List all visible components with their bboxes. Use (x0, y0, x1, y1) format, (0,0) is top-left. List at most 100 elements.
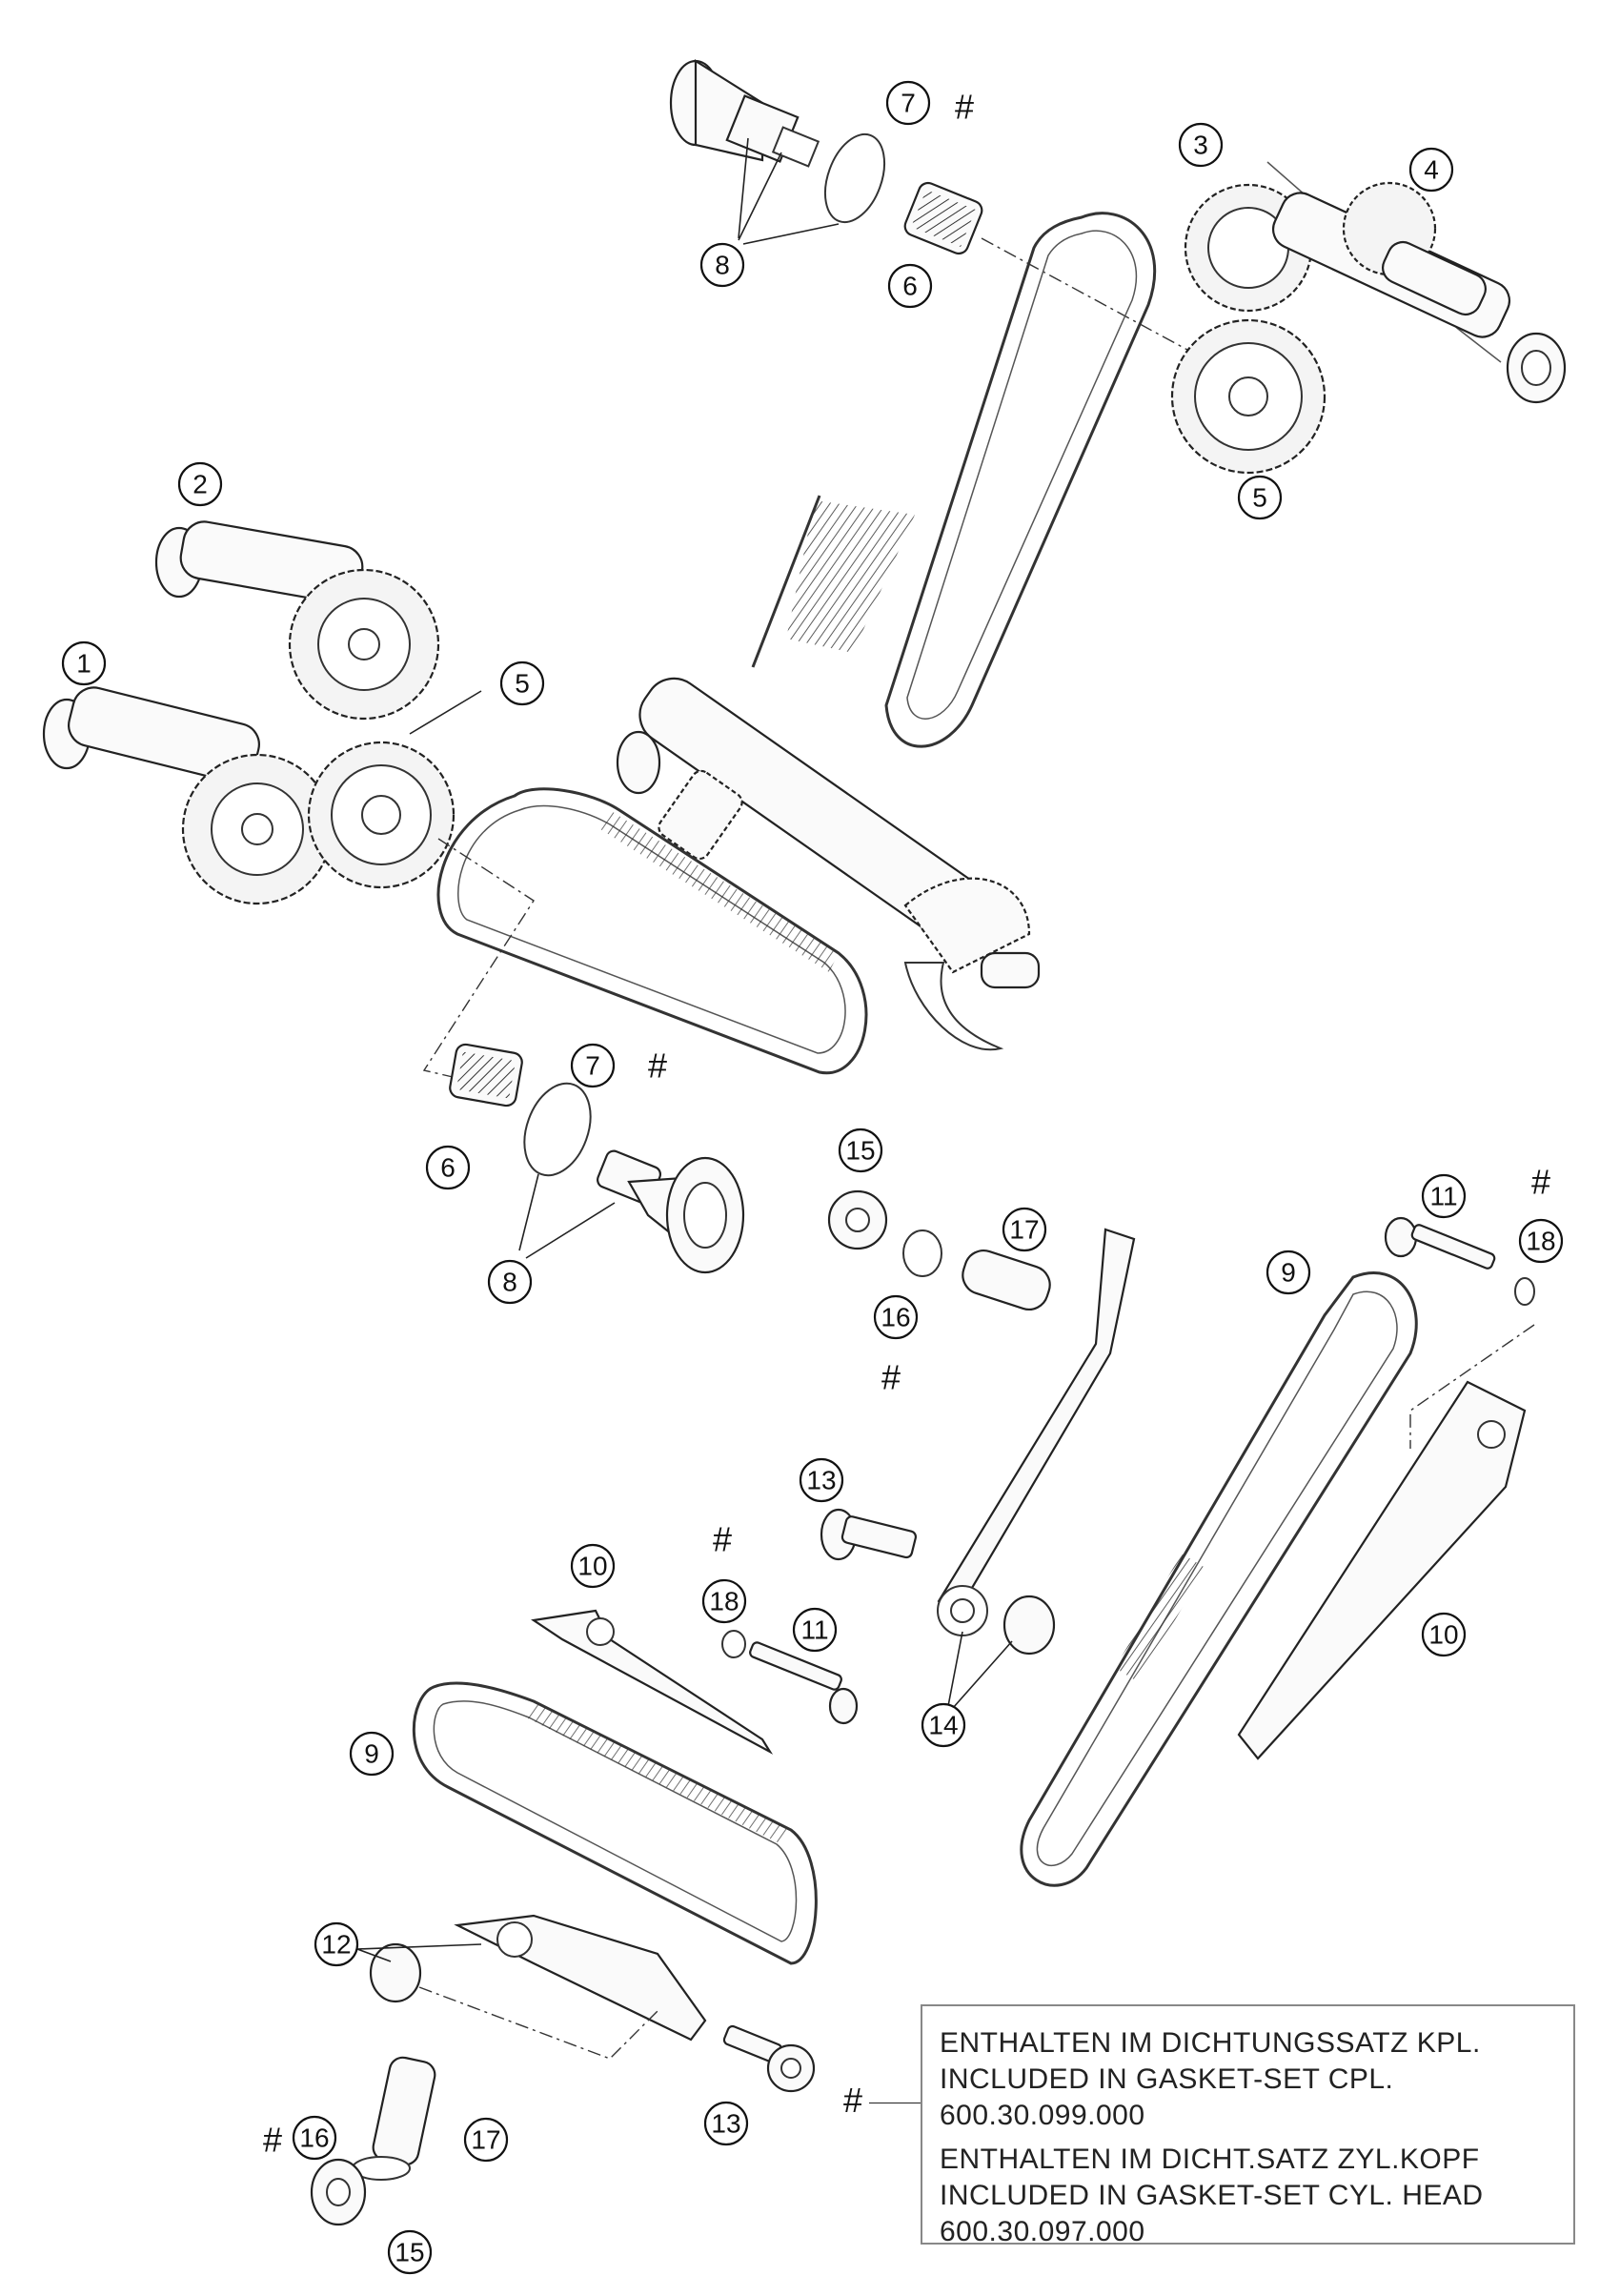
upper-o-ring (823, 132, 886, 224)
tensioner-pin-upper (962, 1250, 1051, 1311)
bushing-12 (369, 1942, 422, 2003)
callout-6-lower: 6 (425, 1145, 471, 1190)
hash-16-lower: # (263, 2121, 282, 2160)
callout-4: 4 (1408, 147, 1454, 193)
guide-rail-10-left (531, 1609, 774, 1755)
tensioner-rail-lower (454, 1914, 707, 2042)
svg-text:18: 18 (1526, 1227, 1555, 1256)
svg-text:9: 9 (364, 1739, 379, 1769)
svg-text:1: 1 (76, 649, 91, 679)
callout-13-upper: 13 (799, 1457, 844, 1503)
svg-text:10: 10 (1428, 1620, 1458, 1650)
callout-17-lower: 17 (463, 2117, 509, 2163)
guide-rail-10-right (1237, 1380, 1527, 1760)
left-intermediate-gear-5 (307, 741, 456, 889)
callout-7-lower: 7 (570, 1043, 616, 1088)
callout-9-right: 9 (1266, 1250, 1311, 1295)
hash-18-right: # (1531, 1163, 1550, 1202)
svg-text:8: 8 (715, 251, 730, 280)
lower-needle-bearing (449, 1043, 523, 1107)
callout-5-left: 5 (499, 660, 545, 706)
callout-11-left: 11 (792, 1607, 838, 1653)
hash-16-upper: # (881, 1358, 901, 1397)
callout-8-upper: 8 (699, 242, 745, 288)
svg-text:2: 2 (192, 470, 208, 499)
svg-text:4: 4 (1424, 155, 1439, 185)
callout-13-lower: 13 (703, 2101, 749, 2146)
legend-line-4: ENTHALTEN IM DICHT.SATZ ZYL.KOPF (940, 2144, 1480, 2175)
callout-18-right: 18 (1518, 1218, 1564, 1264)
plug-screw-lower (310, 2158, 367, 2226)
svg-text:16: 16 (299, 2123, 329, 2153)
upper-timing-chain (751, 212, 1157, 748)
callout-10-left: 10 (570, 1543, 616, 1589)
svg-text:13: 13 (806, 1466, 836, 1495)
callout-9-left: 9 (349, 1731, 395, 1777)
svg-text:8: 8 (502, 1268, 517, 1297)
svg-text:14: 14 (928, 1711, 958, 1740)
lower-o-ring (523, 1082, 592, 1177)
svg-text:6: 6 (902, 272, 918, 301)
svg-text:5: 5 (1252, 483, 1267, 513)
callout-7-upper: 7 (885, 80, 931, 126)
camshaft-1 (42, 686, 334, 905)
camshaft-4-with-gear (1342, 181, 1487, 316)
upper-intermediate-gear-5 (1170, 318, 1326, 475)
legend-part-number-1: 600.30.099.000 (940, 2100, 1145, 2131)
callout-2: 2 (177, 461, 223, 507)
pivot-bolt-13-lower (722, 2024, 816, 2093)
svg-text:16: 16 (881, 1303, 910, 1332)
callout-1: 1 (61, 640, 107, 686)
svg-text:6: 6 (440, 1153, 456, 1183)
svg-text:18: 18 (709, 1587, 739, 1616)
tensioner-rail-14 (937, 1228, 1136, 1636)
svg-text:7: 7 (585, 1051, 600, 1081)
svg-text:10: 10 (577, 1552, 607, 1581)
svg-text:9: 9 (1281, 1258, 1296, 1288)
callout-12: 12 (314, 1921, 359, 1967)
svg-text:13: 13 (711, 2109, 740, 2139)
svg-text:11: 11 (1429, 1182, 1457, 1211)
legend-hash-symbol: # (843, 2081, 863, 2120)
callout-10-right: 10 (1421, 1612, 1467, 1657)
upper-needle-bearing (903, 181, 983, 255)
pivot-bolt-13-upper (820, 1508, 918, 1561)
callout-17-upper: 17 (1002, 1207, 1047, 1252)
lower-timing-chain (412, 1681, 818, 1965)
washer-18-left (721, 1630, 746, 1658)
svg-text:7: 7 (901, 89, 916, 118)
hash-7-upper: # (955, 88, 974, 127)
seal-ring-upper (902, 1229, 942, 1277)
callout-14: 14 (921, 1702, 966, 1748)
callout-5-upper: 5 (1237, 475, 1283, 520)
svg-text:3: 3 (1193, 131, 1208, 160)
bushing-14 (1002, 1595, 1056, 1656)
legend-line-2: INCLUDED IN GASKET-SET CPL. (940, 2063, 1394, 2095)
upper-bearing-shaft (669, 59, 820, 168)
svg-text:15: 15 (395, 2238, 424, 2267)
callout-11-right: 11 (1421, 1173, 1467, 1219)
bolt-11-right (1384, 1216, 1496, 1270)
lower-bearing-shaft (597, 1149, 745, 1274)
svg-text:17: 17 (1009, 1215, 1039, 1245)
callout-3: 3 (1178, 122, 1224, 168)
callout-16-lower: 16 (292, 2115, 337, 2161)
svg-text:11: 11 (800, 1615, 828, 1645)
right-timing-chain (1020, 1270, 1418, 1887)
camshaft-2 (154, 520, 440, 721)
callout-18-left: 18 (701, 1578, 747, 1624)
callout-16-upper: 16 (873, 1294, 919, 1340)
bolt-11-left (749, 1641, 859, 1725)
legend-part-number-2: 600.30.097.000 (940, 2216, 1145, 2247)
callout-6-upper: 6 (887, 263, 933, 309)
gasket-set-legend: ENTHALTEN IM DICHTUNGSSATZ KPL. INCLUDED… (921, 2004, 1575, 2247)
legend-line-5: INCLUDED IN GASKET-SET CYL. HEAD (940, 2180, 1484, 2211)
intermediate-shaft (616, 677, 1041, 1051)
callout-15-upper: 15 (838, 1128, 883, 1173)
left-timing-chain (436, 787, 868, 1075)
svg-text:17: 17 (471, 2125, 500, 2155)
svg-text:12: 12 (321, 1930, 351, 1960)
hash-7-lower: # (648, 1046, 667, 1086)
legend-line-1: ENTHALTEN IM DICHTUNGSSATZ KPL. (940, 2027, 1481, 2059)
